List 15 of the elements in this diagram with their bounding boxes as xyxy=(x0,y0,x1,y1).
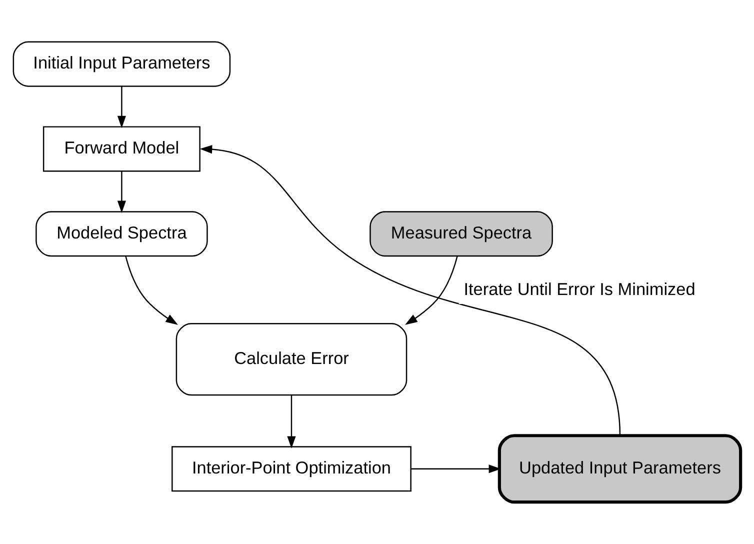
node-box: Interior-Point Optimization xyxy=(172,446,412,492)
node-box: Initial Input Parameters xyxy=(12,41,231,87)
node-box: Modeled Spectra xyxy=(36,211,208,257)
arrow xyxy=(287,395,296,449)
arrow xyxy=(125,256,178,325)
edge-label: Iterate Until Error Is Minimized xyxy=(464,279,696,300)
node-box: Measured Spectra xyxy=(370,211,553,257)
arrow xyxy=(405,256,458,325)
arrow xyxy=(117,86,126,128)
arrow xyxy=(200,145,621,436)
node-box: Calculate Error xyxy=(176,323,408,396)
node-box: Forward Model xyxy=(42,126,200,172)
arrow xyxy=(411,464,502,474)
node-box: Updated Input Parameters xyxy=(498,434,742,504)
arrow xyxy=(117,171,126,214)
